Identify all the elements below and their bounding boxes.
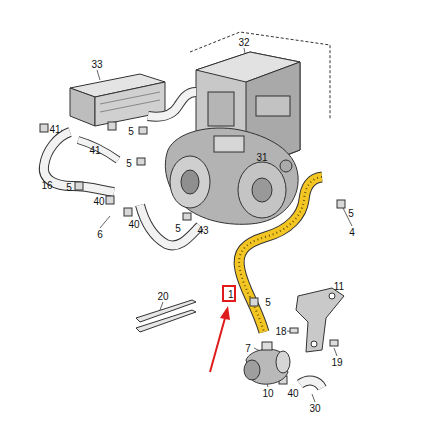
callout-number: 5 bbox=[348, 208, 354, 219]
coolant-pump bbox=[244, 342, 290, 384]
callout-number: 31 bbox=[256, 152, 267, 163]
callout-number: 43 bbox=[197, 225, 208, 236]
callout-number: 5 bbox=[175, 223, 181, 234]
pump-bracket bbox=[290, 288, 344, 352]
callout-number: 5 bbox=[128, 126, 134, 137]
callout-number: 11 bbox=[334, 281, 344, 292]
callout-number: 16 bbox=[41, 180, 52, 191]
electric-motor bbox=[165, 128, 298, 224]
callout-number: 33 bbox=[91, 59, 102, 70]
callout-number: 40 bbox=[93, 196, 104, 207]
leader-lines bbox=[61, 48, 352, 402]
callout-number: 40 bbox=[128, 219, 139, 230]
callout-number: 10 bbox=[262, 388, 273, 399]
hose-clips bbox=[40, 122, 345, 384]
callout-number: 41 bbox=[89, 145, 100, 156]
callout-number: 19 bbox=[331, 357, 342, 368]
callout-number: 4 bbox=[349, 227, 355, 238]
callout-number: 1 bbox=[228, 289, 230, 300]
callout-number: 7 bbox=[245, 343, 251, 354]
callout-number: 32 bbox=[238, 37, 249, 48]
callout-number: 6 bbox=[97, 229, 103, 240]
coolant-hoses bbox=[44, 92, 322, 388]
callout-number: 5 bbox=[66, 182, 72, 193]
callout-number: 41 bbox=[49, 124, 60, 135]
cable-ties bbox=[136, 300, 196, 332]
callout-number: 5 bbox=[126, 158, 132, 169]
callout-number: 30 bbox=[309, 403, 320, 414]
pointer-arrow bbox=[210, 306, 230, 372]
callout-number: 18 bbox=[275, 326, 286, 337]
highlight-box: 1 bbox=[222, 285, 236, 302]
callout-number: 5 bbox=[265, 297, 271, 308]
callout-number: 20 bbox=[157, 291, 168, 302]
callout-number: 40 bbox=[287, 388, 298, 399]
